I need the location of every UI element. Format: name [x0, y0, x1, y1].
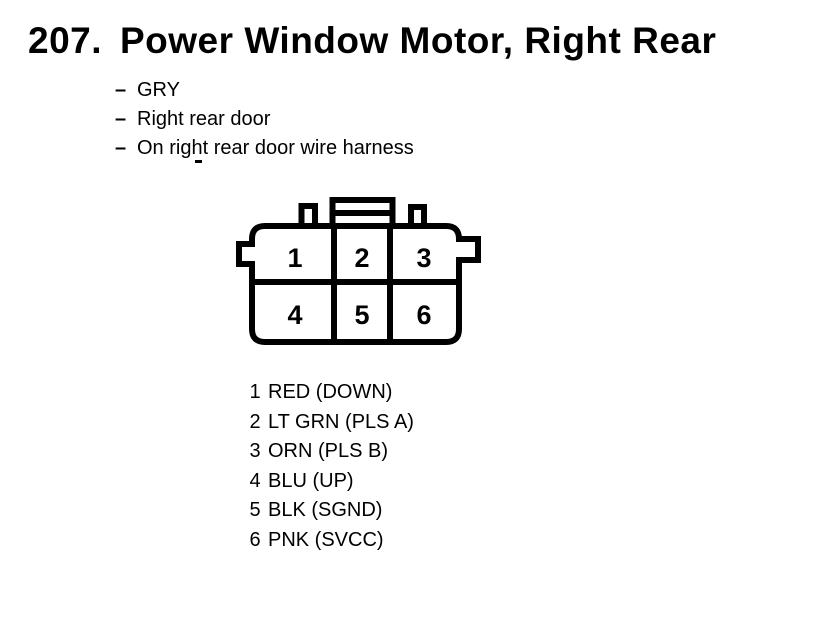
legend-row: 6 PNK (SVCC) — [247, 526, 414, 556]
detail-text: GRY — [137, 79, 180, 101]
legend-pin: 6 — [249, 528, 261, 551]
connector-diagram: 1 2 3 4 5 6 — [236, 197, 481, 345]
legend-label: ORN (PLS B) — [268, 440, 389, 463]
legend-pin: 4 — [249, 469, 261, 492]
pin-legend: 1 RED (DOWN) 2 LT GRN (PLS A) 3 ORN (PLS B)… — [247, 378, 414, 556]
legend-pin: 3 — [249, 440, 261, 463]
legend-row: 5 BLK (SGND) — [247, 496, 414, 526]
item-number: 207. — [28, 20, 103, 61]
legend-row: 4 BLU (UP) — [247, 467, 414, 497]
pin-number-2: 2 — [354, 243, 369, 273]
legend-label: PNK (SVCC) — [268, 528, 384, 551]
scan-speck — [195, 160, 202, 163]
legend-row: 2 LT GRN (PLS A) — [247, 408, 414, 438]
detail-text: On right rear door wire harness — [137, 137, 414, 159]
pin-number-5: 5 — [354, 300, 369, 330]
legend-row: 1 RED (DOWN) — [247, 378, 414, 408]
page-title: Power Window Motor, Right Rear — [120, 20, 717, 61]
dash-bullet: – — [115, 137, 127, 159]
legend-pin: 5 — [249, 499, 261, 522]
pin-number-4: 4 — [287, 300, 302, 330]
pin-number-3: 3 — [416, 243, 431, 273]
dash-bullet: – — [115, 108, 127, 130]
legend-label: BLU (UP) — [268, 469, 354, 492]
connector-tab-right — [408, 204, 427, 229]
connector-tab-left — [298, 203, 318, 229]
legend-pin: 1 — [249, 381, 261, 403]
detail-item-harness: –On right rear door wire harness — [115, 134, 414, 163]
dash-bullet: – — [115, 79, 127, 101]
legend-row: 3 ORN (PLS B) — [247, 437, 414, 467]
pin-number-1: 1 — [287, 243, 302, 273]
legend-label: LT GRN (PLS A) — [268, 410, 414, 433]
pin-number-6: 6 — [416, 300, 431, 330]
legend-pin: 2 — [249, 410, 261, 433]
detail-item-color: –GRY — [115, 76, 414, 105]
detail-list: –GRY –Right rear door –On right rear doo… — [115, 76, 414, 163]
legend-label: BLK (SGND) — [268, 499, 383, 522]
legend-label: RED (DOWN) — [268, 381, 393, 403]
detail-text: Right rear door — [137, 108, 271, 130]
detail-item-location: –Right rear door — [115, 105, 414, 134]
